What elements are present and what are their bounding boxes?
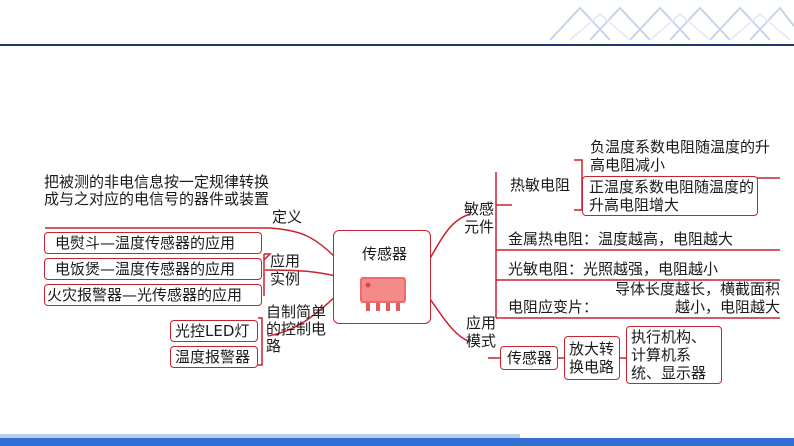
circuit-item-1-text: 光控LED灯 <box>175 322 250 340</box>
center-node: 传感器 <box>333 230 431 324</box>
bracket-circuits <box>258 317 263 366</box>
application-item-3: 火灾报警器—光传感器的应用 <box>44 284 262 306</box>
mode-sensor-box: 传感器 <box>500 346 558 370</box>
mode-actuator-text: 执行机构、计算机系统、显示器 <box>631 328 707 382</box>
mode-label: 应用模式 <box>466 314 497 350</box>
ptc-text: 正温度系数电阻随温度的升高电阻增大 <box>589 178 755 214</box>
metal-resistor-text: 金属热电阻：温度越高，电阻越大 <box>508 230 734 248</box>
ptc-box: 正温度系数电阻随温度的升高电阻增大 <box>582 176 758 216</box>
circuits-label: 自制简单的控制电路 <box>266 303 327 355</box>
application-item-1: 电熨斗—温度传感器的应用 <box>44 232 262 254</box>
definition-label: 定义 <box>272 208 303 226</box>
mode-amplifier-text: 放大转换电路 <box>569 340 615 376</box>
link-applications <box>264 269 337 277</box>
ntc-text: 负温度系数电阻随温度的升高电阻减小 <box>590 138 771 174</box>
thermistor-label: 热敏电阻 <box>510 176 571 194</box>
chip-icon <box>360 277 406 311</box>
link-sensitive <box>427 213 471 263</box>
application-item-2-text: 电饭煲—温度传感器的应用 <box>55 260 236 278</box>
header-decoration <box>540 0 794 44</box>
circuit-item-2: 温度报警器 <box>170 346 258 368</box>
footer-bar <box>0 438 794 446</box>
photoresistor-text: 光敏电阻：光照越强，电阻越小 <box>508 260 719 278</box>
mode-amplifier-box: 放大转换电路 <box>564 336 620 380</box>
sensitive-label: 敏感元件 <box>464 200 495 236</box>
application-item-3-text: 火灾报警器—光传感器的应用 <box>47 286 243 304</box>
applications-label: 应用实例 <box>270 252 301 288</box>
mode-sensor-text: 传感器 <box>507 349 553 367</box>
strain-gauge-text: 导体长度越长，横截面积越小，电阻越大 <box>614 280 780 316</box>
definition-text: 把被测的非电信息按一定规律转换成与之对应的电信号的器件或装置 <box>44 173 270 208</box>
application-item-1-text: 电熨斗—温度传感器的应用 <box>55 234 236 252</box>
link-definition <box>269 227 341 263</box>
link-mode <box>427 295 471 343</box>
strain-gauge-label: 电阻应变片： <box>508 298 599 316</box>
application-item-2: 电饭煲—温度传感器的应用 <box>44 258 262 280</box>
circuit-item-2-text: 温度报警器 <box>175 348 251 366</box>
header-divider <box>0 44 794 46</box>
footer-accent <box>0 434 520 438</box>
bracket-thermistor <box>574 159 583 211</box>
center-title: 传感器 <box>362 245 408 263</box>
circuit-item-1: 光控LED灯 <box>170 320 258 342</box>
link-circuits <box>267 295 337 337</box>
mode-actuator-box: 执行机构、计算机系统、显示器 <box>626 326 722 384</box>
bracket-applications <box>263 253 272 296</box>
